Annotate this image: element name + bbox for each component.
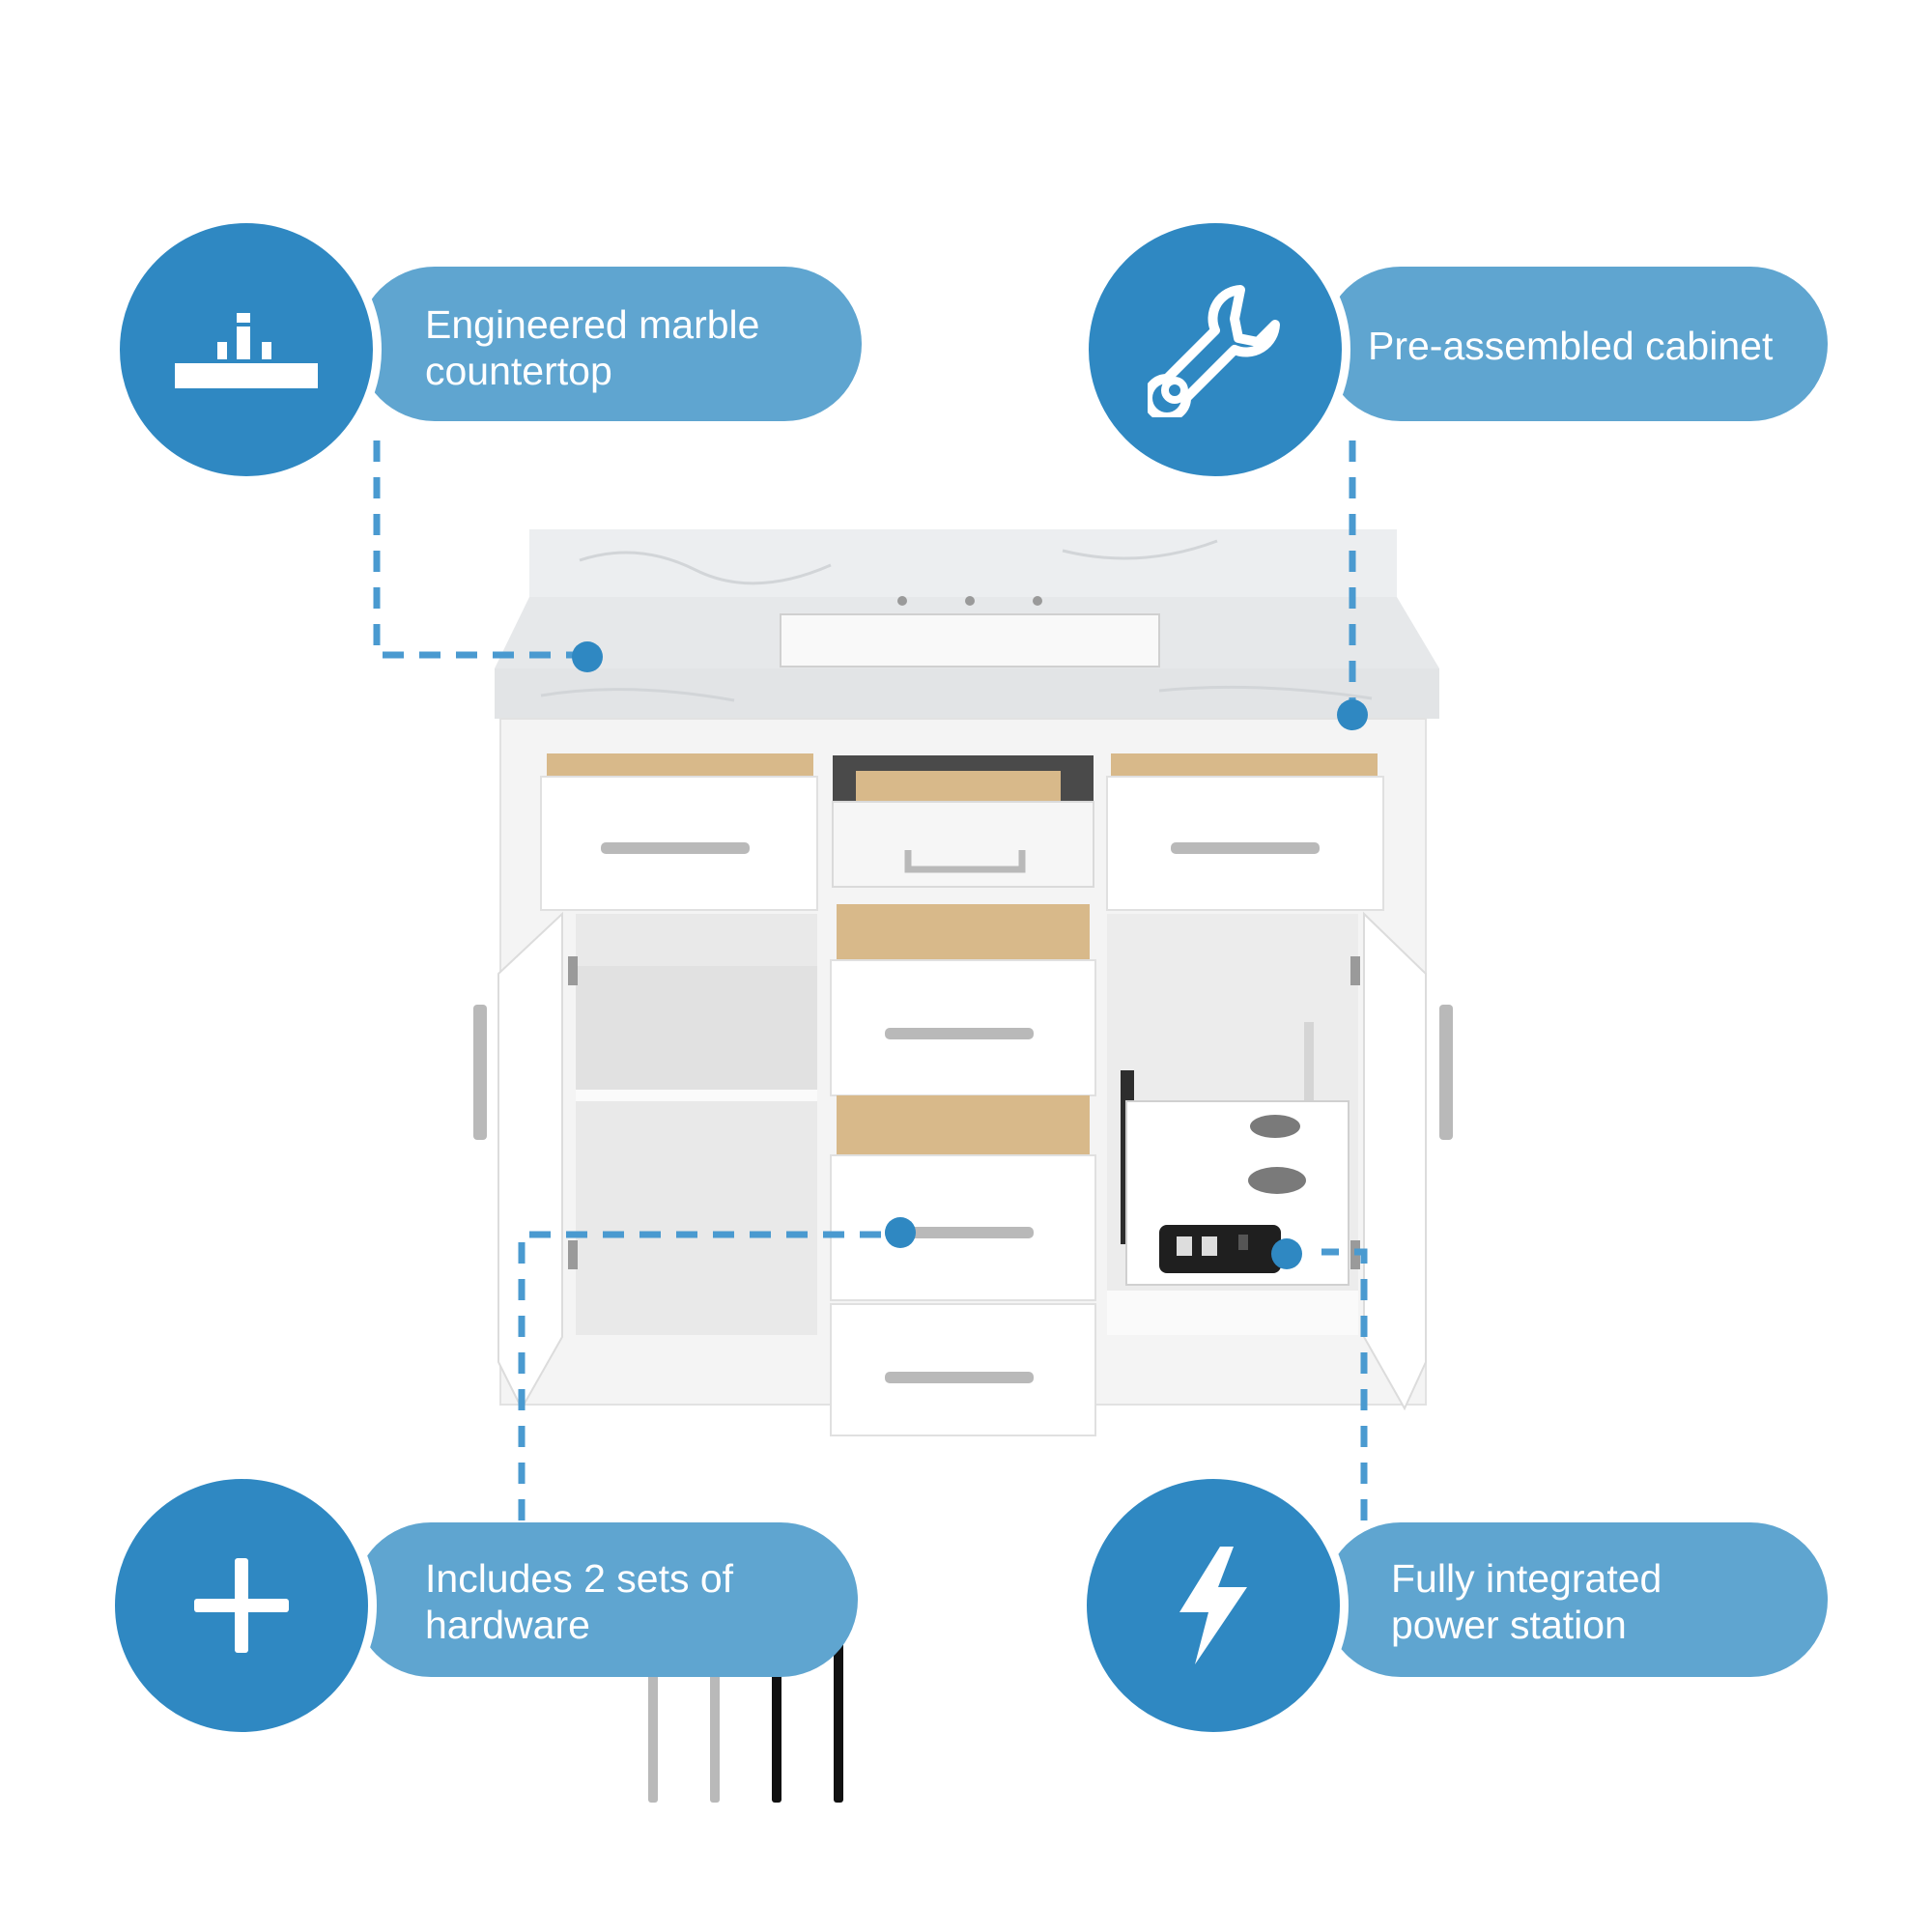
feature-badge-countertop	[111, 214, 382, 485]
anchor-dot-power	[1271, 1238, 1302, 1269]
feature-badge-hardware	[106, 1470, 377, 1741]
marble-countertop	[495, 529, 1439, 719]
feature-pill-power	[1323, 1522, 1828, 1677]
feature-label-power: Fully integrated power station	[1391, 1555, 1797, 1648]
top-middle-drawer	[832, 755, 1094, 888]
feature-label-line1: Engineered marble	[425, 302, 760, 347]
top-right-drawer	[1106, 753, 1384, 911]
connector-lines	[373, 440, 1368, 1520]
feature-pill-countertop	[357, 267, 862, 421]
countertop-icon	[175, 313, 318, 388]
feature-label-cabinet: Pre-assembled cabinet	[1368, 323, 1822, 369]
feature-badge-power	[1078, 1470, 1349, 1741]
anchor-dot-hardware	[885, 1217, 916, 1248]
right-door	[1350, 911, 1453, 1411]
feature-label-countertop: Engineered marble countertop	[425, 301, 831, 394]
feature-pill-cabinet	[1323, 267, 1828, 421]
plus-icon	[194, 1558, 289, 1653]
feature-label-line2: countertop	[425, 349, 612, 393]
anchor-dot-cabinet	[1337, 699, 1368, 730]
lightning-icon	[1179, 1547, 1247, 1664]
power-station-unit	[1121, 1022, 1350, 1286]
wrench-icon	[1148, 285, 1280, 417]
feature-label-line2: hardware	[425, 1603, 590, 1647]
feature-pill-hardware	[354, 1522, 858, 1677]
feature-label-hardware: Includes 2 sets of hardware	[425, 1555, 831, 1648]
feature-label-line1: Pre-assembled cabinet	[1368, 324, 1774, 368]
feature-badge-cabinet	[1080, 214, 1350, 485]
left-door	[473, 911, 578, 1411]
center-drawer-stack	[830, 904, 1096, 1436]
feature-label-line2: power station	[1391, 1603, 1627, 1647]
feature-label-line1: Includes 2 sets of	[425, 1556, 734, 1601]
feature-label-line1: Fully integrated	[1391, 1556, 1662, 1601]
anchor-dot-countertop	[572, 641, 603, 672]
top-left-drawer	[540, 753, 818, 911]
